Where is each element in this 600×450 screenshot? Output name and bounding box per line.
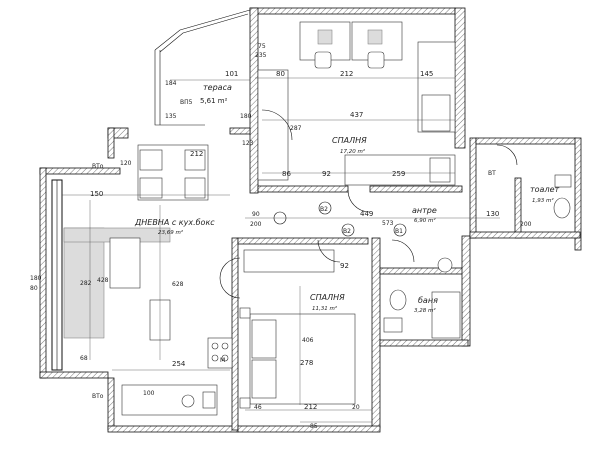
dim-135: 135	[165, 113, 177, 120]
bedroom2-name: СПАЛНЯ	[310, 293, 345, 302]
dim-180a: 180	[240, 113, 252, 120]
dim-90: 90	[252, 211, 260, 218]
dim-628: 628	[172, 281, 184, 288]
bedroom1-area: 17,20 m²	[340, 148, 366, 155]
dim-278: 278	[300, 359, 313, 367]
dim-75: 75	[258, 43, 266, 50]
living-furniture	[63, 144, 233, 416]
dimension-lines	[62, 77, 500, 423]
dim-92a: 92	[322, 170, 331, 178]
dim-428: 428	[97, 277, 109, 284]
dim-449: 449	[360, 210, 373, 218]
toilet-name: тоалет	[530, 185, 559, 194]
dim-184: 184	[165, 80, 177, 87]
living-name: ДНЕВНА с кух.бокс	[134, 218, 215, 227]
bath-name: баня	[418, 296, 438, 305]
markers: ВТо ВТо ВТ B2 B2 B1 М	[92, 163, 496, 400]
marker-vt4: ВТ	[488, 170, 496, 177]
dim-123: 123	[242, 140, 254, 147]
dim-200b: 200	[520, 221, 532, 228]
bath-fixtures	[383, 257, 461, 339]
dim-406: 406	[302, 337, 314, 344]
marker-vt1: ВТо	[92, 163, 104, 170]
dim-46: 46	[254, 404, 262, 411]
marker-m: М	[220, 357, 225, 364]
dim-150: 150	[90, 190, 103, 198]
marker-b1b: B1	[395, 228, 403, 235]
marker-b2b: B2	[343, 228, 351, 235]
dim-200: 200	[250, 221, 262, 228]
dim-92b: 92	[340, 262, 349, 270]
terrace-area: 5,61 m²	[200, 97, 228, 105]
dim-20: 20	[352, 404, 360, 411]
dim-212c: 212	[304, 403, 317, 411]
hall-name: антре	[412, 206, 437, 215]
terrace-outline	[154, 9, 251, 126]
bedroom2-area: 11,31 m²	[312, 305, 338, 312]
marker-b2: B2	[320, 206, 328, 213]
toilet-area: 1,93 m²	[532, 197, 554, 204]
dim-437: 437	[350, 111, 363, 119]
dim-235: 235	[255, 52, 267, 59]
dim-80b: 80	[30, 285, 38, 292]
dim-180b: 180	[30, 275, 42, 282]
dim-86: 86	[282, 170, 291, 178]
marker-vt3: ВТо	[92, 393, 104, 400]
dim-573: 573	[382, 220, 394, 227]
dim-212b: 212	[190, 150, 203, 158]
bedroom1-name: СПАЛНЯ	[332, 136, 367, 145]
living-area: 23,69 m²	[158, 229, 184, 236]
walls	[39, 7, 582, 433]
dim-145: 145	[420, 70, 433, 78]
bedroom2-furniture	[239, 249, 356, 409]
doors	[219, 109, 518, 299]
bedroom1-furniture	[257, 21, 456, 186]
dim-287: 287	[290, 125, 302, 132]
dim-68: 68	[80, 355, 88, 362]
dim-120: 120	[120, 160, 132, 167]
dim-212a: 212	[340, 70, 353, 78]
terrace-code: ВП5	[180, 99, 193, 106]
toilet-fixtures	[553, 174, 572, 219]
dim-254: 254	[172, 360, 186, 368]
dim-80a: 80	[276, 70, 285, 78]
living-window	[51, 179, 63, 371]
dim-130: 130	[486, 210, 499, 218]
dim-282: 282	[80, 280, 92, 287]
dimension-labels: 75 235 101 80 212 145 184 135 437 287 18…	[30, 43, 532, 430]
dim-85: 85	[310, 423, 318, 430]
hall-area: 6,90 m²	[414, 217, 436, 224]
bath-area: 3,28 m²	[414, 307, 436, 314]
terrace-name: тераса	[203, 83, 232, 92]
dim-259: 259	[392, 170, 405, 178]
dim-101: 101	[225, 70, 238, 78]
dim-100: 100	[143, 390, 155, 397]
